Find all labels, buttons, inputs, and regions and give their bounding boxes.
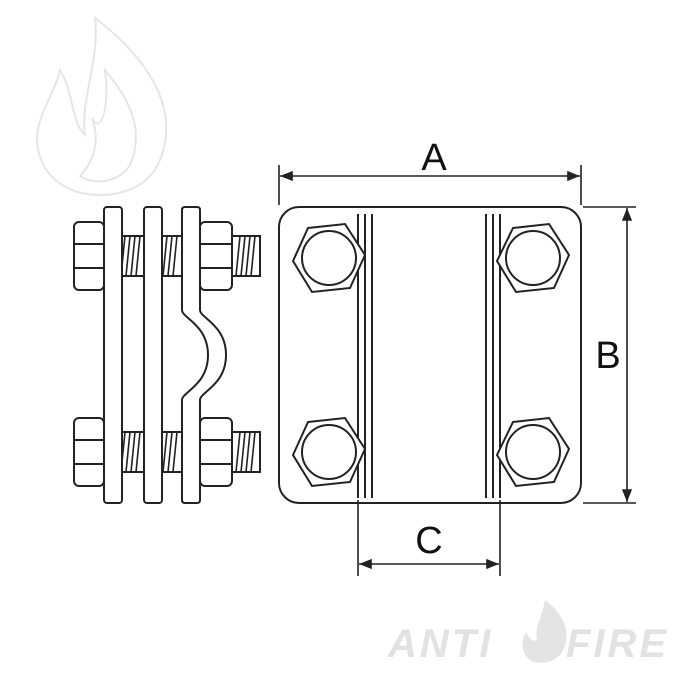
- watermark-brand-right: FIRE: [566, 622, 669, 666]
- dimension-a-label: A: [421, 137, 447, 179]
- dimension-a: [278, 165, 582, 205]
- side-plate-2: [143, 206, 163, 504]
- dimension-c: [357, 500, 501, 576]
- flame-icon: [522, 600, 567, 663]
- flame-icon: [36, 15, 168, 197]
- side-view: [73, 206, 261, 504]
- front-view: [278, 206, 582, 504]
- watermark-logo: ANTI FIRE: [387, 600, 669, 666]
- watermark-brand-left: ANTI: [387, 622, 493, 666]
- nut-top-left: [291, 222, 367, 294]
- side-plate-1: [103, 206, 123, 504]
- front-plate: [278, 206, 582, 504]
- nut-bottom-left: [291, 416, 367, 488]
- side-plate-3-curved: [181, 206, 228, 504]
- top-bolt: [73, 221, 261, 291]
- dimension-b-label: B: [595, 335, 620, 377]
- dimension-c-label: C: [415, 520, 442, 562]
- dimension-b: [583, 206, 636, 504]
- nut-bottom-right: [495, 416, 571, 488]
- nut-top-right: [495, 222, 571, 294]
- bottom-bolt: [73, 417, 261, 487]
